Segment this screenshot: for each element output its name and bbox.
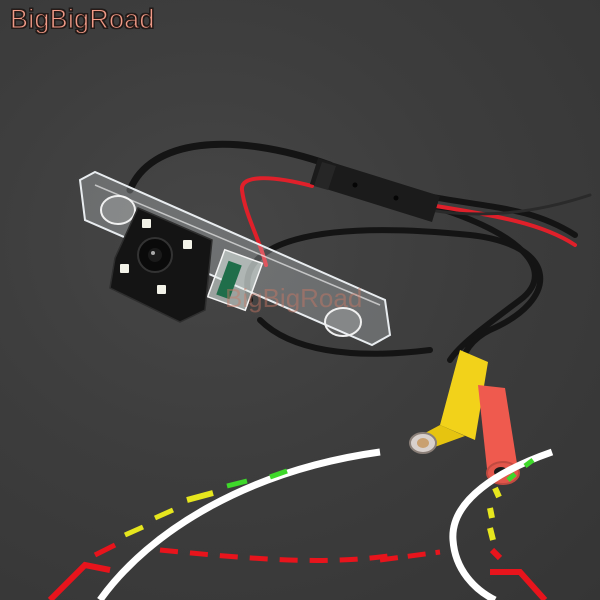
- camera-body: [109, 207, 213, 323]
- brand-watermark: BigBigRoad: [10, 4, 155, 35]
- yellow-rca-plug: [409, 350, 488, 454]
- led-4: [157, 285, 166, 294]
- parking-guide-lines-left: [47, 448, 396, 600]
- license-plate-housing: [78, 170, 392, 347]
- red-wire: [240, 176, 592, 267]
- faint-watermark: BigBigRoad: [225, 283, 363, 313]
- led-3: [120, 264, 129, 273]
- led-1: [142, 219, 151, 228]
- led-2: [183, 240, 192, 249]
- cable-connector: [310, 158, 440, 222]
- parking-guide-lines-right: [379, 448, 554, 600]
